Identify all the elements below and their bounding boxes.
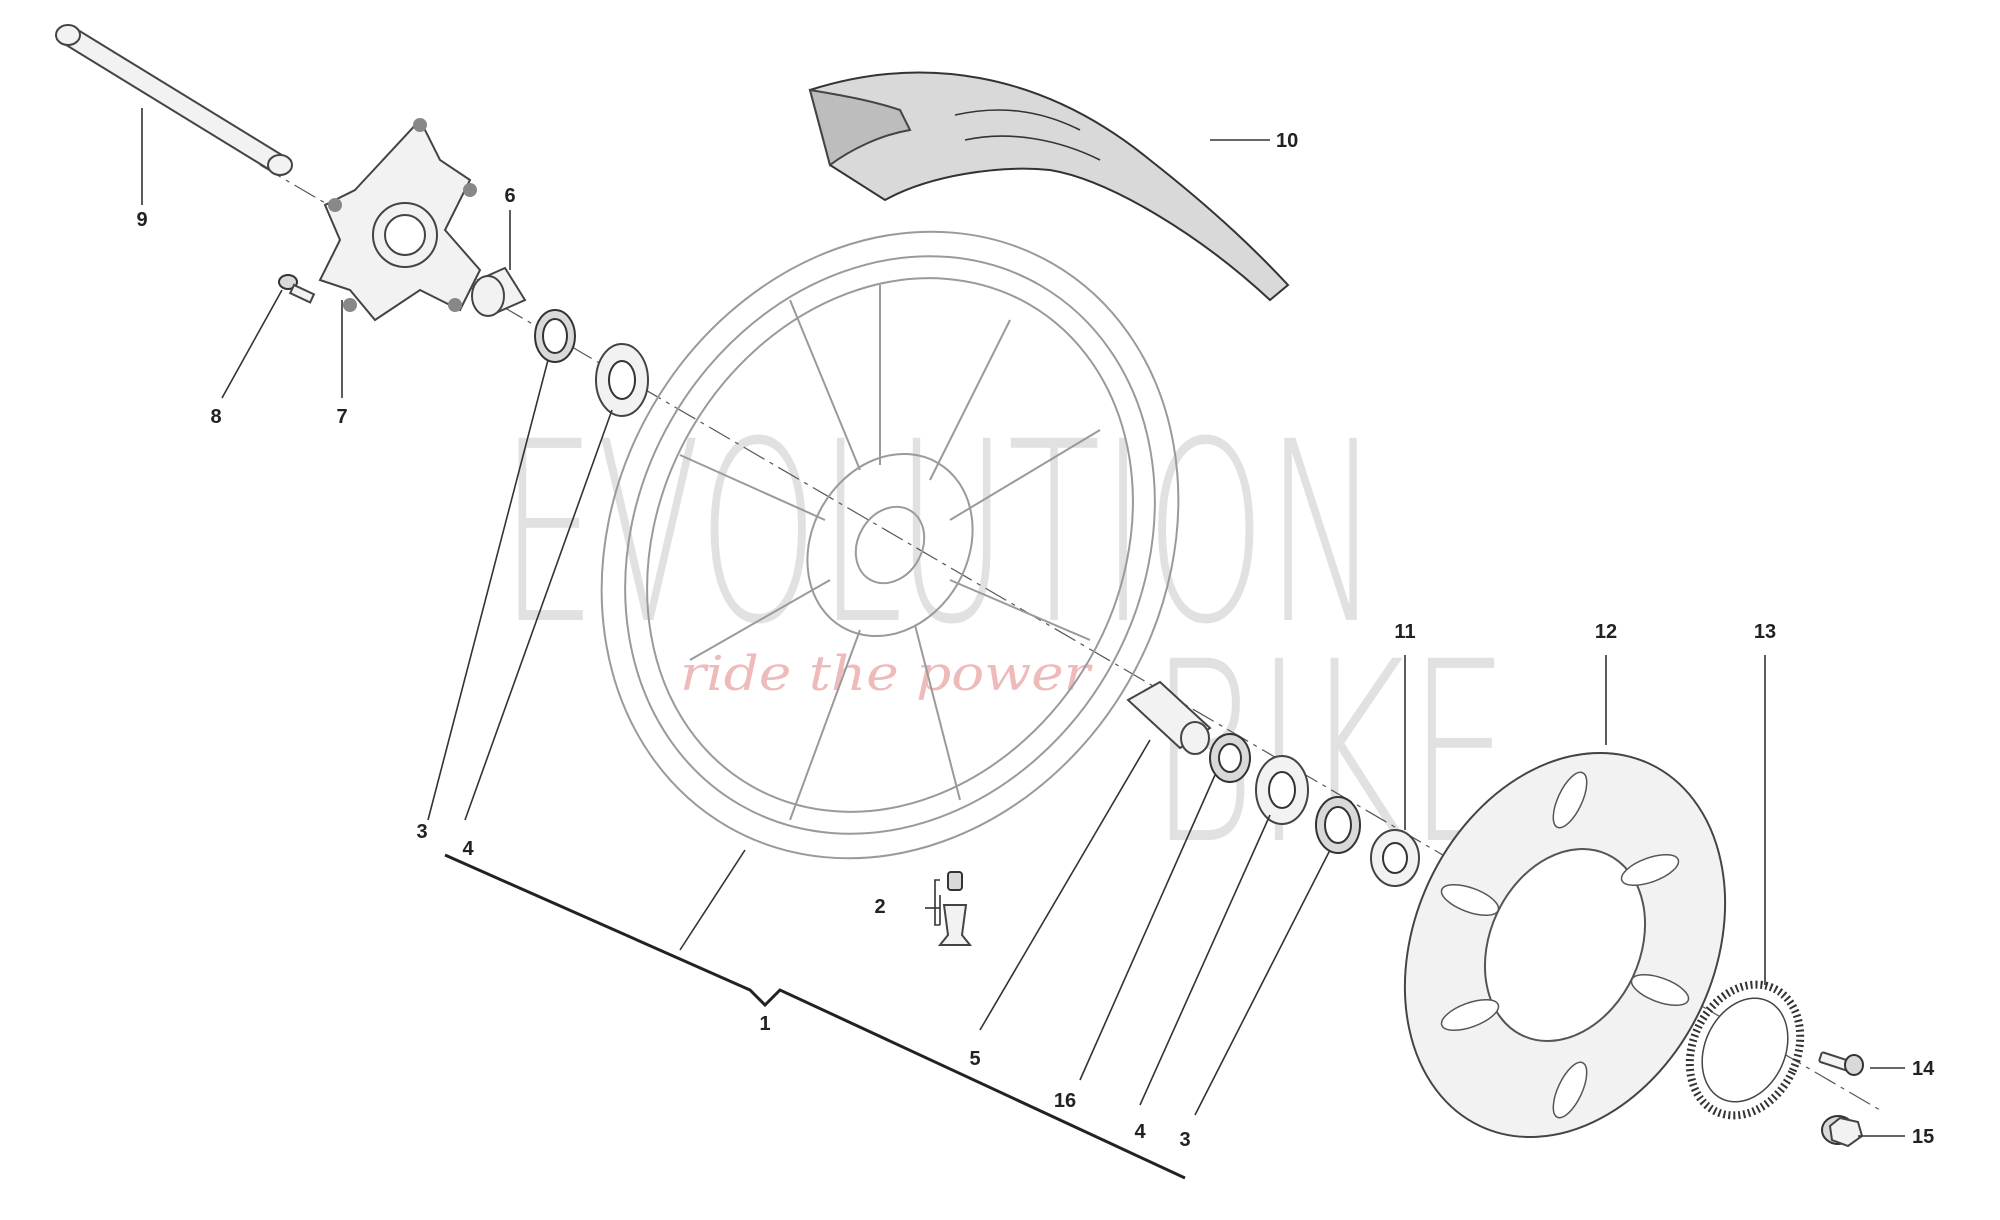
callout-3-left: 3: [416, 821, 427, 843]
callout-10: 10: [1276, 130, 1298, 152]
callout-6: 6: [504, 185, 515, 207]
spacer-tube-part: [1126, 680, 1212, 755]
valve-part: [937, 871, 973, 946]
callout-4-right: 4: [1134, 1121, 1146, 1143]
watermark: EVOLUTION BIKE ride the power: [500, 388, 1510, 899]
callout-2: 2: [874, 896, 885, 918]
callout-11: 11: [1394, 621, 1415, 643]
callout-5: 5: [969, 1048, 980, 1070]
watermark-slogan: ride the power: [680, 646, 1093, 702]
flange-nut-part: [1821, 1115, 1864, 1148]
cush-drive-carrier-part: [318, 118, 482, 322]
watermark-brand-top: EVOLUTION: [500, 388, 1380, 679]
callout-1: 1: [759, 1013, 770, 1035]
callout-8: 8: [210, 406, 221, 428]
oil-seal-right-part: [1315, 796, 1361, 854]
callout-3-right: 3: [1179, 1129, 1190, 1151]
abs-tone-ring-part: [1685, 980, 1805, 1120]
callout-13: 13: [1754, 621, 1776, 643]
callout-14: 14: [1912, 1058, 1935, 1080]
callout-7: 7: [336, 406, 347, 428]
axle-part: [55, 24, 293, 176]
outer-spacer-part: [1370, 829, 1420, 887]
callout-16: 16: [1054, 1090, 1076, 1112]
bearing-right-part: [1255, 755, 1309, 825]
callout-15: 15: [1912, 1126, 1934, 1148]
part-1-brace: [444, 853, 1186, 1180]
callout-12: 12: [1595, 621, 1617, 643]
oil-seal-left-part: [534, 309, 576, 363]
screw-part: [278, 274, 316, 304]
spacer-part: [471, 266, 527, 317]
tyre-part: [808, 71, 1290, 302]
callout-9: 9: [136, 209, 147, 231]
leader-lines: [141, 108, 1905, 1137]
bearing-left-part: [595, 343, 649, 417]
brake-disc-part: [1403, 751, 1727, 1139]
washer-part: [1209, 733, 1251, 783]
callout-labels: 1 2 3 3 4 4 5 6 7 8 9 10 11 12 13 14 15 …: [136, 130, 1935, 1151]
wheel-rim-part: [600, 230, 1180, 860]
callout-4-left: 4: [462, 838, 474, 860]
bolt-part: [1818, 1051, 1864, 1076]
